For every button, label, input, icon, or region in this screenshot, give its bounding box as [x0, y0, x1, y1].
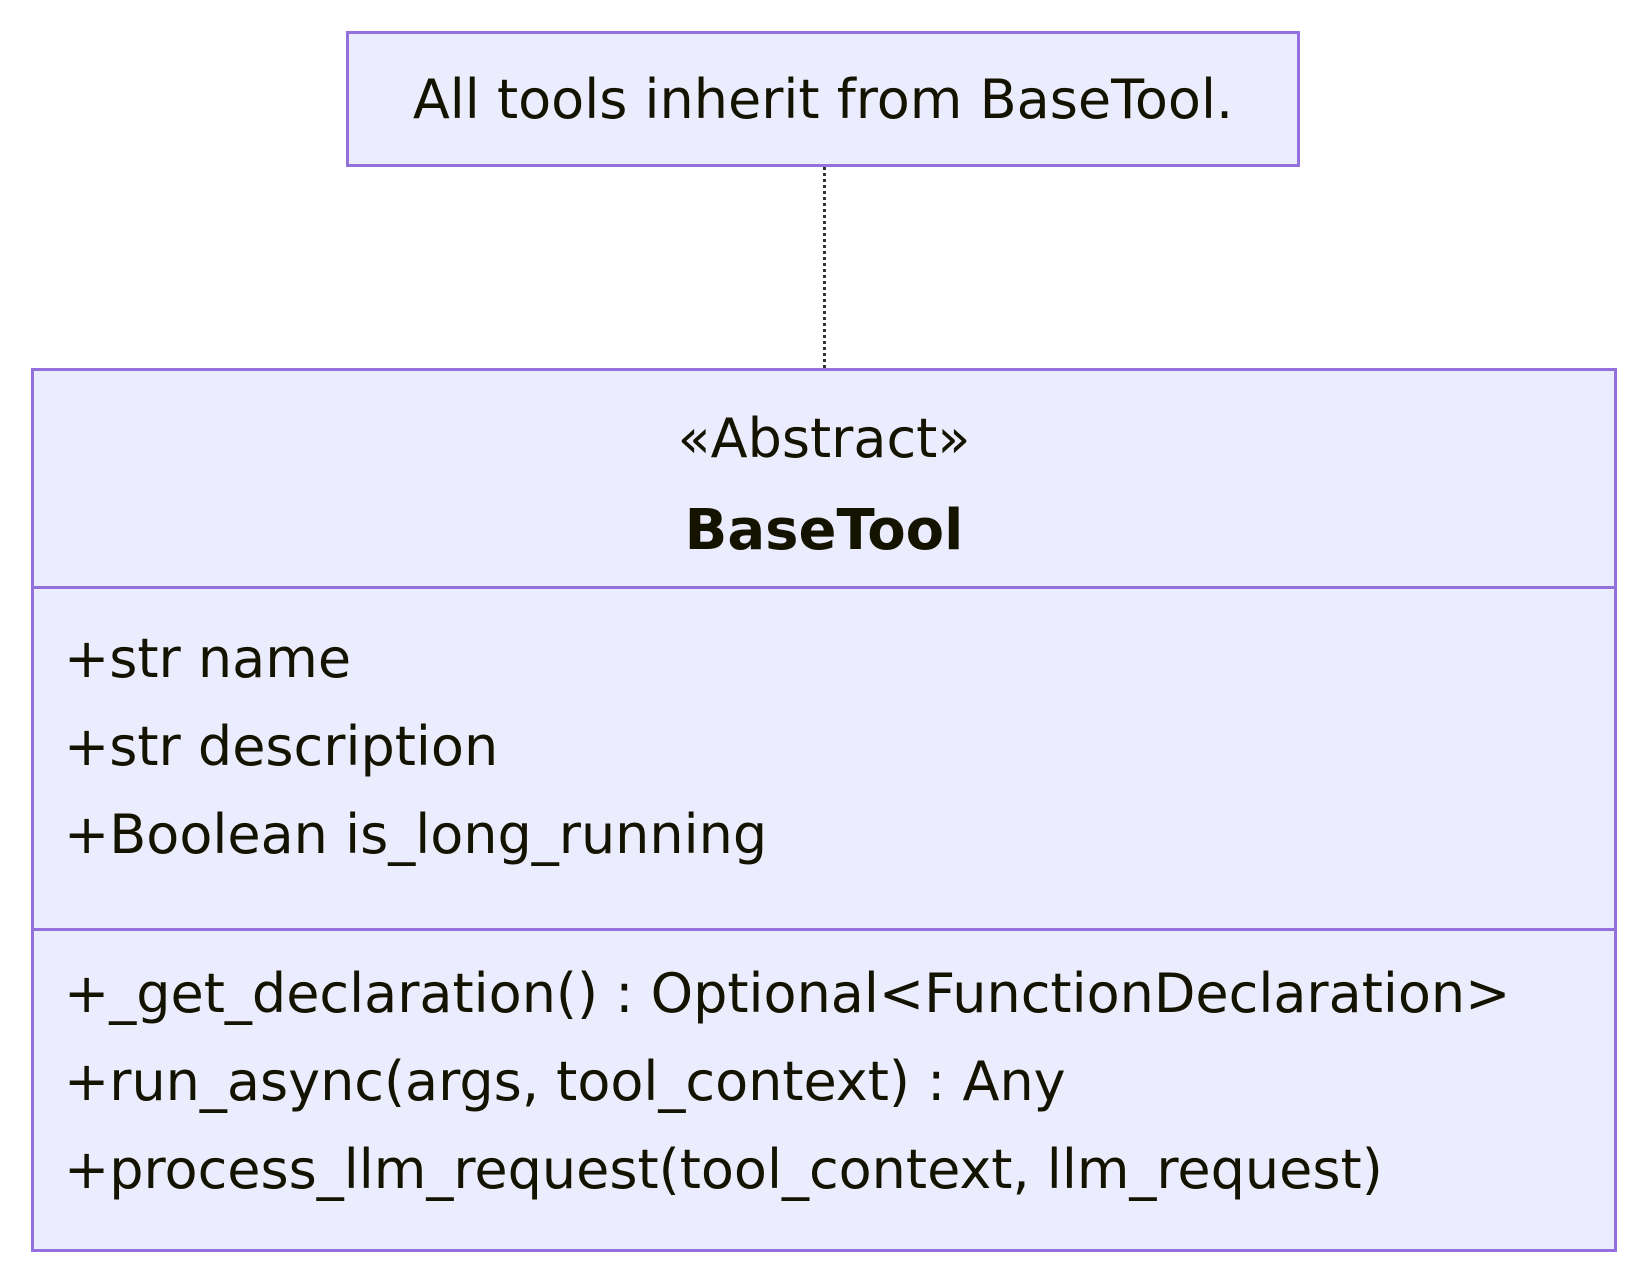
note-connector-dotted-line — [823, 167, 826, 368]
note-text: All tools inherit from BaseTool. — [412, 67, 1234, 131]
class-methods-section: +_get_declaration() : Optional<FunctionD… — [34, 931, 1614, 1249]
attribute-is-long-running: +Boolean is_long_running — [64, 803, 768, 866]
class-stereotype: «Abstract» — [677, 407, 971, 470]
attribute-description: +str description — [64, 715, 499, 778]
method-get-declaration: +_get_declaration() : Optional<FunctionD… — [64, 962, 1511, 1025]
class-name: BaseTool — [684, 498, 964, 563]
class-header: «Abstract» BaseTool — [34, 371, 1614, 589]
note-box: All tools inherit from BaseTool. — [346, 31, 1300, 167]
attribute-name: +str name — [64, 627, 352, 690]
class-box-basetool: «Abstract» BaseTool +str name +str descr… — [31, 368, 1617, 1252]
method-process-llm-request: +process_llm_request(tool_context, llm_r… — [64, 1138, 1383, 1201]
method-run-async: +run_async(args, tool_context) : Any — [64, 1050, 1066, 1113]
class-attributes-section: +str name +str description +Boolean is_l… — [34, 589, 1614, 931]
